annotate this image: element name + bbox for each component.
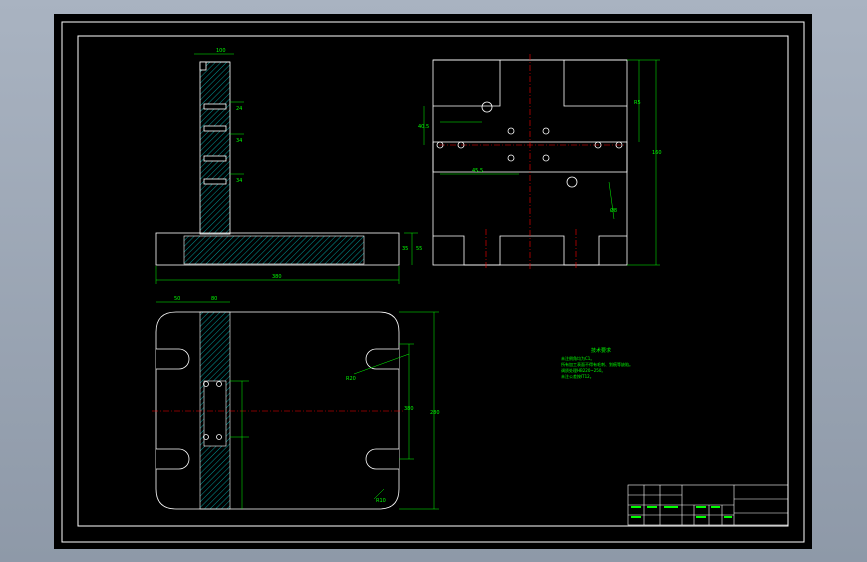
front-view-column [199, 61, 231, 235]
outer-frame [61, 21, 805, 543]
front-dim-right-2: 34 [236, 138, 242, 144]
cad-drawing: 100 24 34 34 380 35 55 [61, 21, 805, 543]
notes-line-3: 调质处理HB220~250。 [561, 367, 605, 373]
front-view-base [155, 232, 400, 266]
top-view-dimensions [156, 301, 439, 510]
notes-line-1: 未注倒角均为C1。 [561, 355, 594, 361]
front-dim-right-1: 24 [236, 106, 242, 112]
top-dim-top-right: 80 [211, 296, 217, 302]
side-dim-right-tall: 160 [652, 150, 662, 156]
front-dim-right-3: 34 [236, 178, 242, 184]
title-block [627, 484, 789, 526]
top-view-slots [156, 348, 399, 470]
side-dim-left: 40.5 [418, 124, 429, 130]
side-dim-right-small: R5 [634, 100, 641, 106]
front-view-slots [199, 61, 227, 185]
top-dim-radius-1: R20 [346, 376, 356, 382]
front-view-dimensions [155, 53, 418, 284]
side-view-dimensions [423, 59, 660, 266]
front-dim-base-width: 380 [272, 274, 282, 280]
top-dim-width: 380 [404, 406, 414, 412]
front-view-base-hatch [183, 235, 365, 265]
side-dim-bottom: 45.5 [472, 168, 483, 174]
notes-line-2: 所有加工表面不得有毛刺、划痕等缺陷。 [561, 361, 633, 367]
cad-viewport[interactable]: 100 24 34 34 380 35 55 [54, 14, 812, 549]
front-dim-base-h2: 55 [416, 246, 422, 252]
front-dim-top: 100 [216, 48, 226, 54]
title-block-fill-marks [631, 506, 732, 518]
front-dim-base-h1: 35 [402, 246, 408, 252]
top-dim-radius-2: R10 [376, 498, 386, 504]
side-view-step [433, 60, 501, 107]
front-view[interactable]: 100 24 34 34 380 35 55 [155, 48, 422, 284]
notes-title: 技术要求 [591, 347, 611, 354]
side-view-bottom-slots [433, 235, 627, 266]
top-dim-top-left: 50 [174, 296, 180, 302]
technical-notes: 技术要求 未注倒角均为C1。 所有加工表面不得有毛刺、划痕等缺陷。 调质处理HB… [561, 347, 633, 379]
side-view[interactable]: 40.5 45.5 R5 160 Ø8 [418, 54, 662, 269]
top-view-inner-rect [203, 380, 227, 447]
top-view-outline [155, 311, 400, 510]
side-view-holes [436, 101, 623, 188]
side-view-centerlines [439, 54, 624, 269]
side-view-step-right [563, 60, 627, 107]
notes-line-4: 未注公差按IT12。 [561, 373, 594, 379]
top-dim-height: 280 [430, 410, 440, 416]
inner-frame [77, 35, 789, 527]
top-view[interactable]: 50 80 R20 R10 380 280 [152, 296, 440, 510]
top-view-bolt-holes [203, 381, 222, 440]
side-dim-hole: Ø8 [610, 207, 617, 214]
